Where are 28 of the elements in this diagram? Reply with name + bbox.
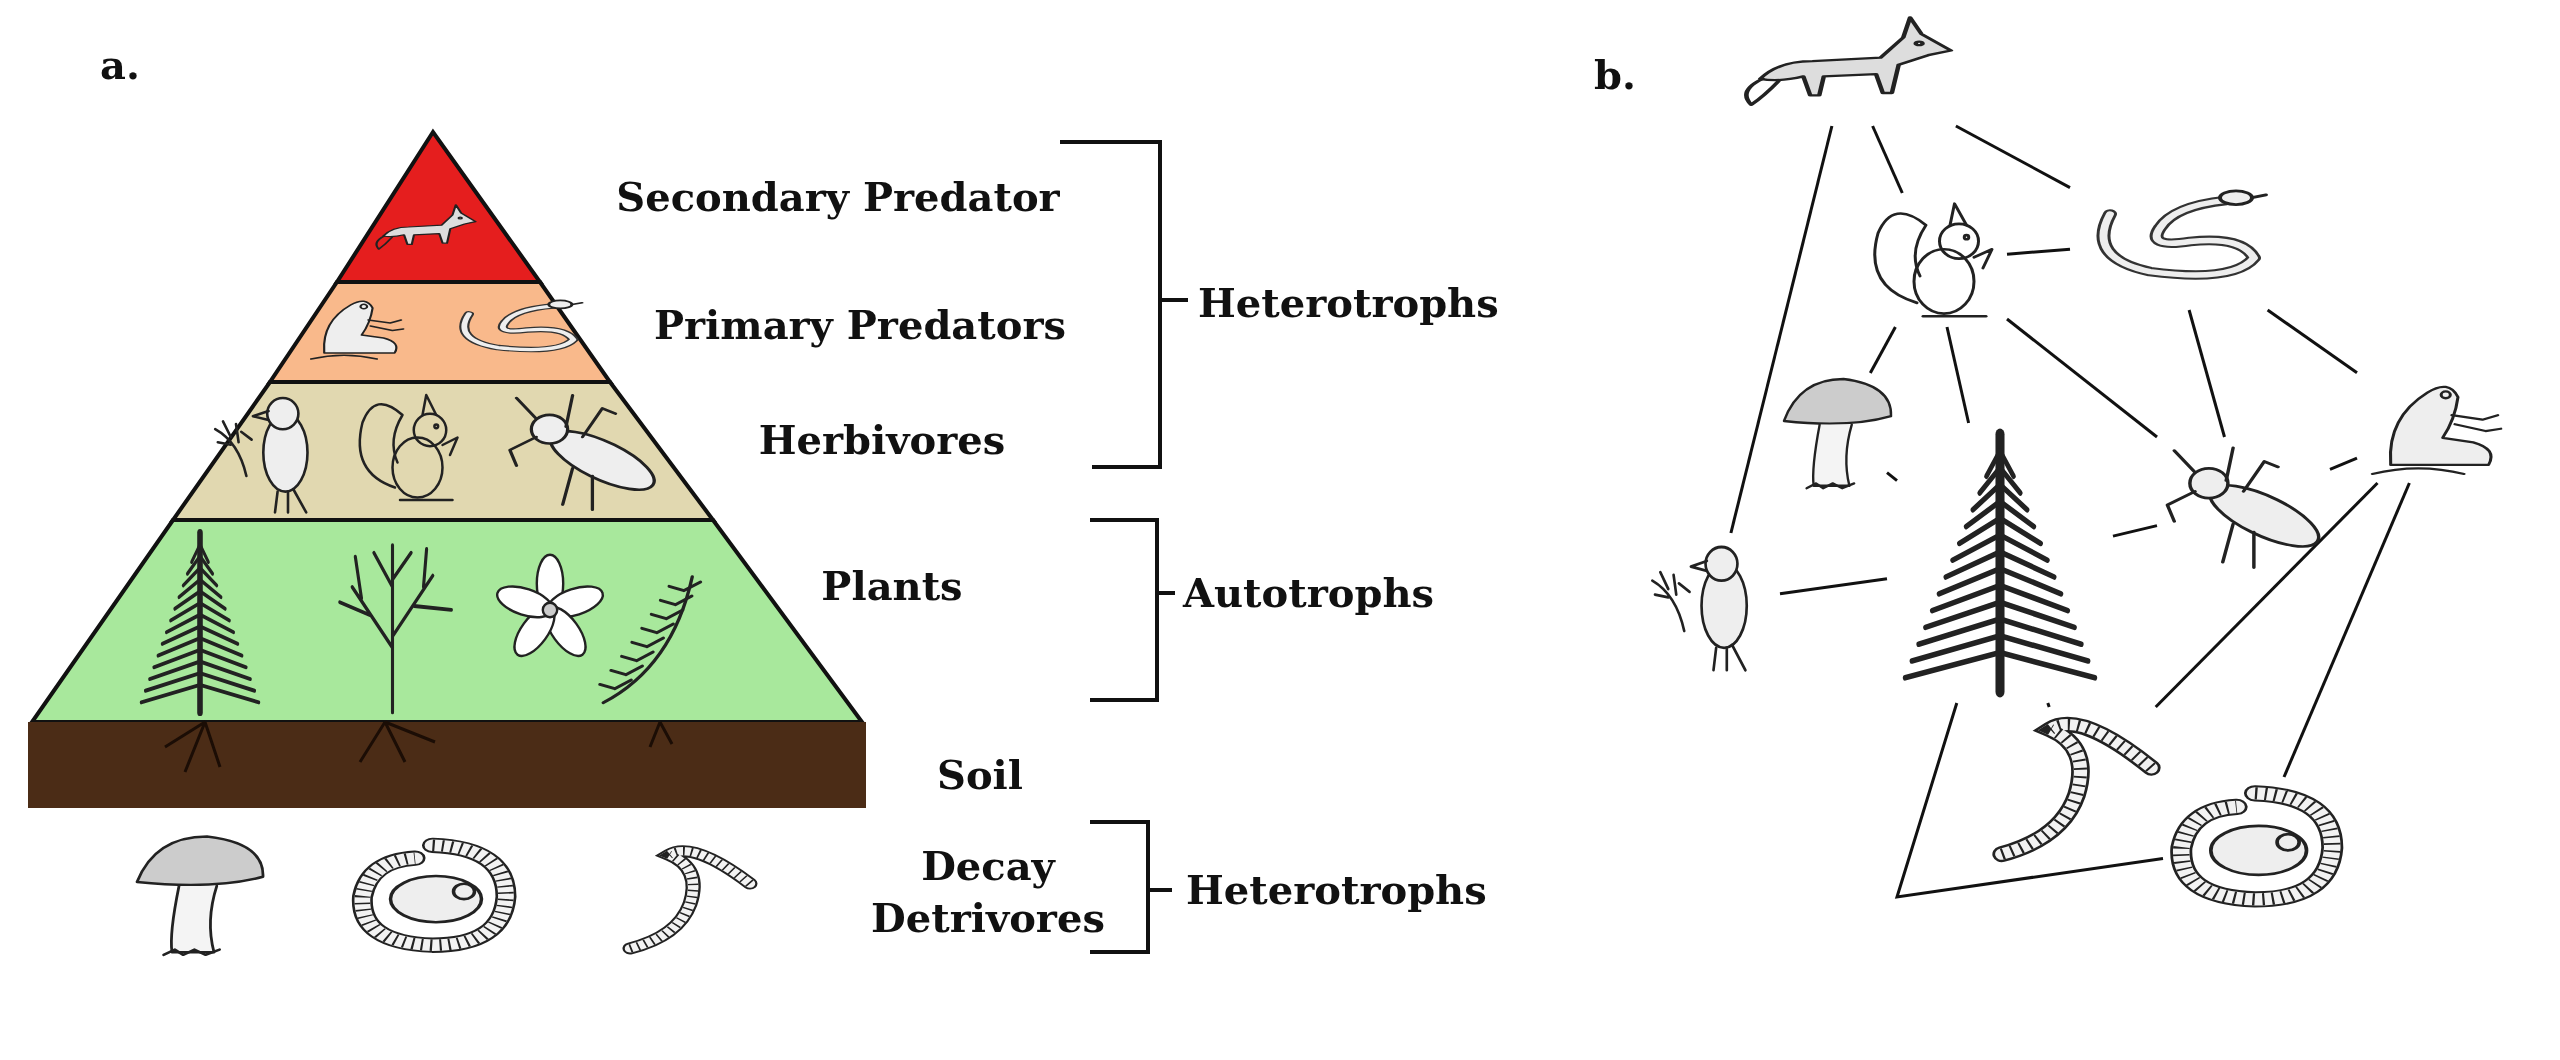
panel-label: b. xyxy=(1594,50,1636,100)
connector-line xyxy=(2046,702,2051,708)
connector-line xyxy=(2329,456,2358,471)
connector-line xyxy=(2112,524,2158,538)
connector-line xyxy=(1871,125,1904,194)
connector-line xyxy=(1886,471,1898,482)
level-label: Herbivores xyxy=(758,415,1006,465)
level-label: Plants xyxy=(821,561,963,611)
connector-line xyxy=(1894,702,2164,899)
connector-line xyxy=(1729,125,1834,534)
connector-line xyxy=(2006,247,2071,256)
panel-label: a. xyxy=(100,40,140,90)
level-label: Secondary Predator xyxy=(616,172,1060,222)
connector-line xyxy=(1945,326,1971,424)
connector-line xyxy=(2187,309,2226,438)
level-label: Heterotrophs xyxy=(1186,865,1487,915)
level-label: Primary Predators xyxy=(653,300,1067,350)
level-label: Soil xyxy=(937,750,1023,800)
connector-line xyxy=(1869,326,1897,374)
connector-line xyxy=(2266,308,2358,375)
connector-line xyxy=(1955,124,2071,189)
connector-line xyxy=(1779,577,1888,596)
connector-line xyxy=(2282,482,2411,778)
level-label: Decay Detrivores xyxy=(870,841,1106,943)
connector-line xyxy=(2154,481,2379,709)
level-label: Autotrophs xyxy=(1183,568,1435,618)
level-label: Heterotrophs xyxy=(1198,278,1499,328)
connector-line xyxy=(2006,317,2158,439)
